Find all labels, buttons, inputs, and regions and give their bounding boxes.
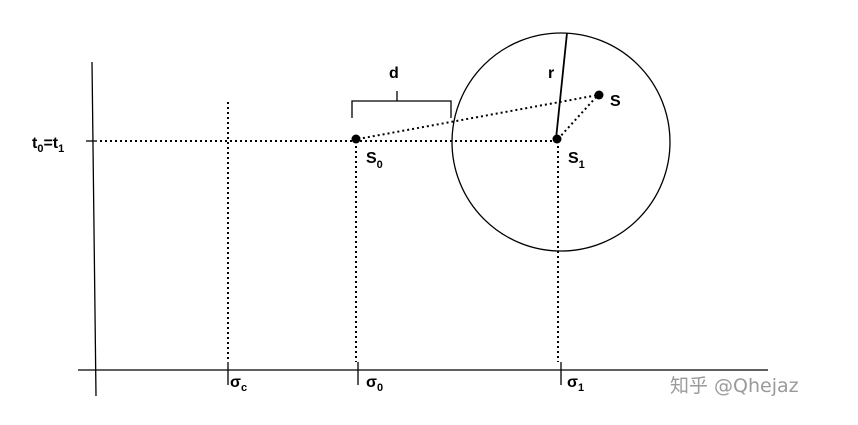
s0-to-s-dotted-line	[357, 94, 599, 140]
watermark-text: 知乎 @Qhejaz	[670, 375, 799, 397]
point-s0-label: S0	[366, 150, 383, 171]
sigma-1-label: σ1	[567, 374, 584, 394]
point-s0	[351, 134, 361, 144]
radius-label: r	[548, 65, 554, 82]
radius-circle	[451, 32, 671, 252]
sigma-c-label: σc	[230, 374, 247, 394]
sigma-0-label: σ0	[366, 374, 383, 394]
radius-line	[555, 32, 568, 140]
point-s	[594, 90, 604, 100]
point-s1-label: S1	[568, 150, 585, 171]
point-s-label: S	[610, 93, 621, 110]
y-axis	[91, 61, 97, 397]
distance-label: d	[389, 65, 399, 82]
s1-to-s-dotted-line	[557, 94, 599, 140]
point-s1	[552, 134, 562, 144]
time-label: t0=t1	[32, 135, 64, 155]
distance-bracket	[351, 91, 452, 118]
